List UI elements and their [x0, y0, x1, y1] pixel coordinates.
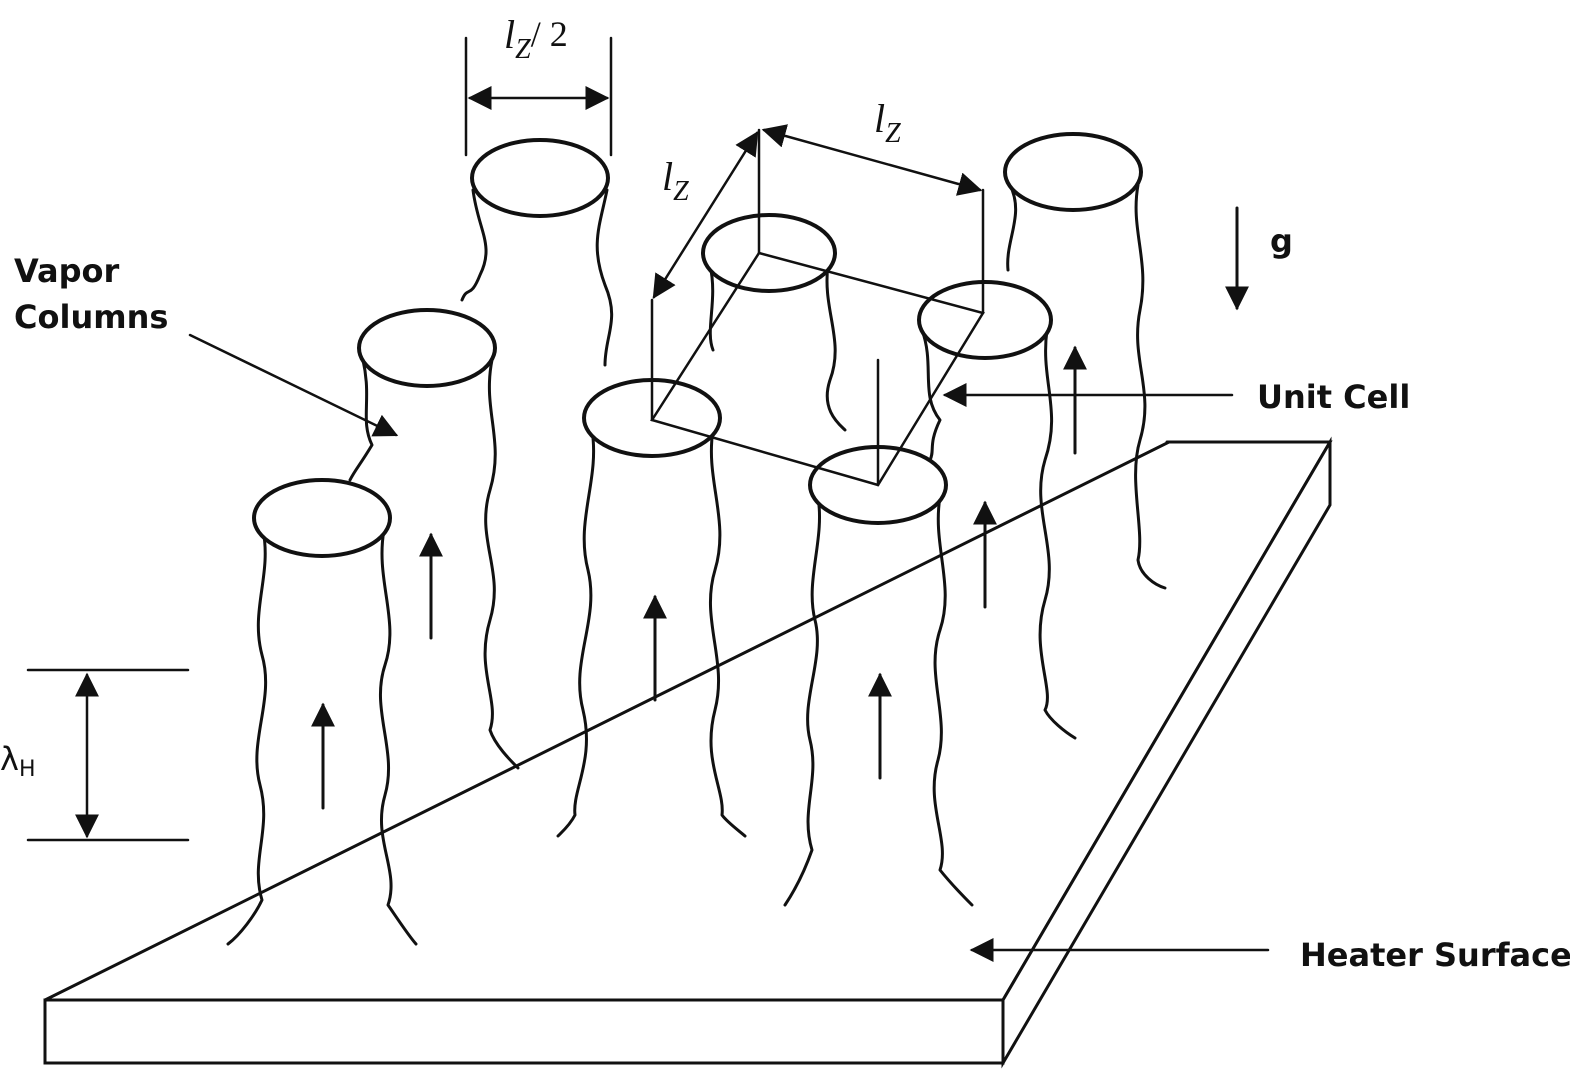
vapor-columns-label-line2: Columns [14, 298, 168, 336]
vapor-column [348, 308, 520, 770]
vapor-column [701, 213, 847, 432]
unit-cell-callout: Unit Cell [942, 378, 1410, 416]
wavelength-label: λH [0, 740, 35, 782]
vapor-column [917, 280, 1077, 740]
vapor-columns-callout: Vapor Columns [14, 252, 399, 437]
wavelength-dimension: λH [0, 668, 190, 842]
spacing-label-top: lZ [874, 96, 901, 149]
heater-plate-top [44, 440, 1333, 1002]
unit-cell-label: Unit Cell [1257, 378, 1410, 416]
unit-cell-outline [650, 128, 985, 487]
vapor-column [1003, 132, 1167, 590]
vapor-columns-label-line1: Vapor [14, 252, 120, 290]
vapor-column [226, 478, 418, 946]
vapor-columns-pointer [188, 333, 399, 437]
spacing-label-left: lZ [662, 154, 689, 207]
spacing-dimension-top: lZ [761, 96, 983, 196]
half-spacing-label: lZ/ 2 [504, 12, 568, 65]
vapor-column [460, 138, 614, 367]
heater-surface-callout: Heater Surface [969, 936, 1570, 974]
heater-plate-front [43, 998, 1005, 1065]
flow-arrows [311, 345, 1087, 810]
spacing-dimension-left: lZ [652, 130, 759, 300]
heater-surface-label: Heater Surface [1300, 936, 1570, 974]
heater-plate-side [1001, 436, 1332, 1069]
gravity-label: g [1270, 222, 1293, 260]
heater-plate [43, 436, 1333, 1069]
gravity-indicator: g [1225, 206, 1293, 311]
half-spacing-dimension: lZ/ 2 [464, 12, 613, 157]
